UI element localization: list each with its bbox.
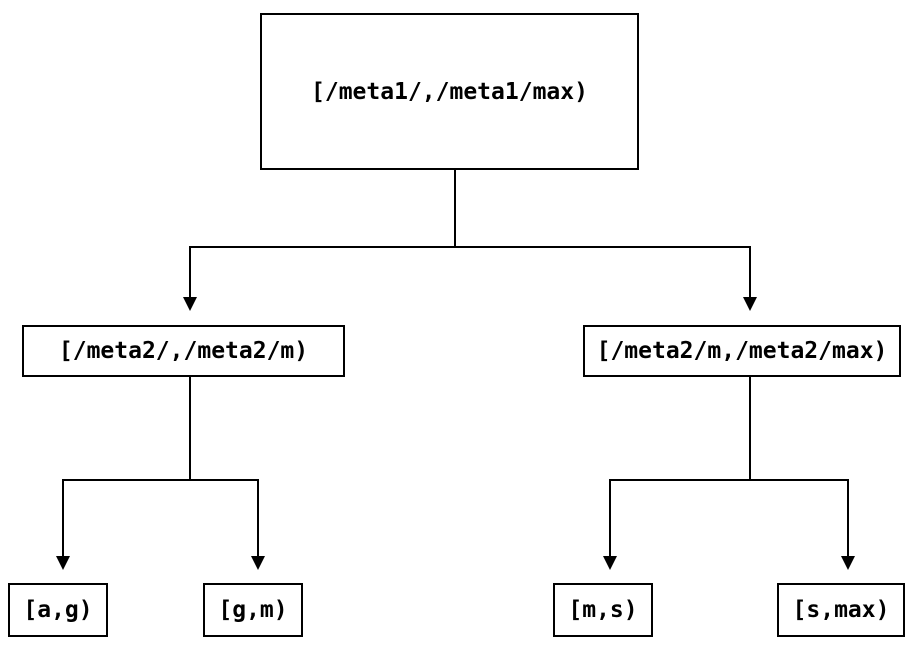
arrow-down-icon-smax-leaf [841,556,855,570]
arrow-down-icon-gm-leaf [251,556,265,570]
tree-leaf-a-g: [a,g) [8,583,108,637]
tree-leaf-s-max: [s,max) [777,583,905,637]
arrow-down-icon-ag-leaf [56,556,70,570]
arrow-down-icon-left-node [183,297,197,311]
tree-node-meta2-right-range: [/meta2/m,/meta2/max) [583,325,901,377]
tree-leaf-m-s: [m,s) [553,583,653,637]
arrow-down-icon-ms-leaf [603,556,617,570]
tree-leaf-g-m: [g,m) [203,583,303,637]
tree-node-meta1-range: [/meta1/,/meta1/max) [260,13,639,170]
arrow-down-icon-right-node [743,297,757,311]
tree-node-meta2-left-range: [/meta2/,/meta2/m) [22,325,345,377]
